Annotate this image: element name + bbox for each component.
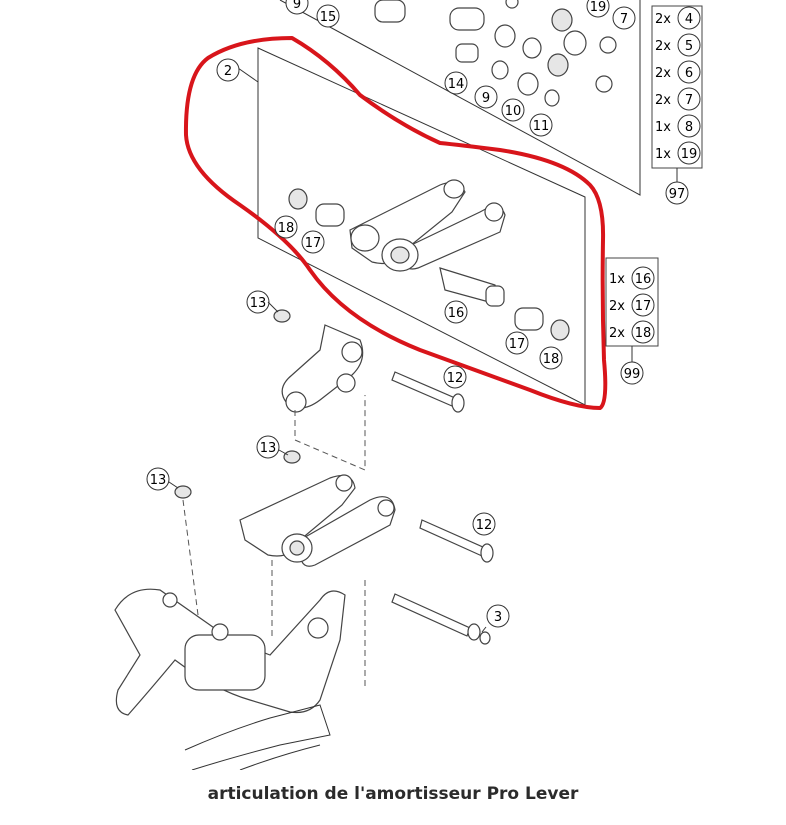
kit-row-part-circle bbox=[631, 293, 655, 317]
svg-text:13: 13 bbox=[150, 473, 167, 488]
svg-text:3: 3 bbox=[494, 610, 502, 625]
svg-text:17: 17 bbox=[305, 236, 322, 251]
callout-7: 7 bbox=[612, 6, 636, 30]
svg-text:13: 13 bbox=[260, 441, 277, 456]
callout-11: 11 bbox=[529, 113, 553, 137]
kit-row-part-circle bbox=[677, 6, 701, 30]
callout-12-lower: 12 bbox=[472, 512, 496, 536]
kit-row-qty: 1x bbox=[609, 272, 625, 287]
callout-14: 14 bbox=[444, 71, 468, 95]
callout-10: 10 bbox=[501, 98, 525, 122]
upper-seals bbox=[491, 0, 617, 107]
callout-18-lower: 18 bbox=[539, 346, 563, 370]
svg-text:11: 11 bbox=[533, 119, 550, 134]
bolt-3 bbox=[391, 593, 471, 637]
callout-18-upper: 18 bbox=[274, 215, 298, 239]
callout-13-left: 13 bbox=[146, 467, 170, 491]
kit-row-qty: 2x bbox=[655, 93, 671, 108]
kit97-row: 1x 8 bbox=[655, 114, 701, 138]
svg-text:17: 17 bbox=[509, 337, 526, 352]
seal-18-lower bbox=[550, 319, 570, 341]
svg-text:10: 10 bbox=[505, 104, 522, 119]
callout-16: 16 bbox=[444, 300, 468, 324]
kit-row-part: 7 bbox=[685, 93, 693, 108]
seal-18-upper bbox=[288, 188, 308, 210]
callout-9-top: 9 bbox=[285, 0, 309, 15]
kit-row-qty: 1x bbox=[655, 120, 671, 135]
svg-text:7: 7 bbox=[620, 12, 628, 27]
callout-19-top: 19 bbox=[586, 0, 610, 18]
kit-row-part-circle bbox=[677, 60, 701, 84]
kit97-row: 2x 6 bbox=[655, 60, 701, 84]
kit97-row: 2x 4 bbox=[655, 6, 701, 30]
kit-row-part-circle bbox=[631, 266, 655, 290]
kit-row-part: 4 bbox=[685, 12, 693, 27]
svg-text:18: 18 bbox=[278, 221, 295, 236]
exploded-parts-diagram: 9 15 19 7 2 14 9 10 11 18 17 16 17 18 13… bbox=[114, 0, 703, 770]
svg-text:16: 16 bbox=[448, 306, 465, 321]
svg-text:9: 9 bbox=[482, 91, 490, 106]
kit-row-part: 5 bbox=[685, 39, 693, 54]
kit99-row: 2x 18 bbox=[609, 320, 655, 344]
callout-3: 3 bbox=[486, 604, 510, 628]
kit-97-number: 97 bbox=[669, 187, 686, 202]
kit-row-qty: 2x bbox=[609, 299, 625, 314]
upper-bushing bbox=[374, 0, 485, 63]
svg-text:12: 12 bbox=[476, 518, 493, 533]
lever-link bbox=[349, 179, 506, 272]
svg-text:13: 13 bbox=[250, 296, 267, 311]
kit-row-part: 16 bbox=[635, 272, 652, 287]
bushing-17-upper bbox=[315, 203, 345, 227]
svg-text:14: 14 bbox=[448, 77, 465, 92]
kit-row-part-circle bbox=[677, 33, 701, 57]
kit99-row: 1x 16 bbox=[609, 266, 655, 290]
highlight-outline bbox=[183, 36, 608, 410]
callouts: 9 15 19 7 2 14 9 10 11 18 17 16 17 18 13… bbox=[146, 0, 636, 628]
callout-2: 2 bbox=[216, 58, 240, 82]
kit-row-qty: 2x bbox=[655, 39, 671, 54]
diagram-caption: articulation de l'amortisseur Pro Lever bbox=[207, 784, 579, 804]
kit97-row: 2x 7 bbox=[655, 87, 701, 111]
callout-17-lower: 17 bbox=[505, 331, 529, 355]
kit-99-panel bbox=[237, 47, 586, 406]
svg-text:15: 15 bbox=[320, 10, 337, 25]
kit-97-table: 97 2x 4 2x 5 2x 6 2x 7 1x 8 1x 19 bbox=[651, 5, 703, 205]
bushing-17-lower bbox=[514, 307, 544, 331]
swingarm bbox=[114, 588, 346, 770]
kit97-row: 1x 19 bbox=[655, 141, 701, 165]
kit-row-part-circle bbox=[677, 87, 701, 111]
kit99-row: 2x 17 bbox=[609, 293, 655, 317]
kit-row-part-circle bbox=[631, 320, 655, 344]
callout-17-upper: 17 bbox=[301, 230, 325, 254]
kit-row-part: 8 bbox=[685, 120, 693, 135]
kit-row-part: 18 bbox=[635, 326, 652, 341]
callout-15: 15 bbox=[316, 4, 340, 28]
callout-12-upper: 12 bbox=[443, 365, 467, 389]
kit-row-part: 19 bbox=[681, 147, 698, 162]
kit-row-part-circle bbox=[677, 114, 701, 138]
svg-text:9: 9 bbox=[293, 0, 301, 12]
kit-row-qty: 2x bbox=[655, 12, 671, 27]
leader-lines bbox=[168, 301, 487, 633]
kit-99-number: 99 bbox=[624, 367, 641, 382]
callout-13-mid: 13 bbox=[256, 435, 280, 459]
kit-row-qty: 2x bbox=[609, 326, 625, 341]
kit-row-part-circle bbox=[677, 141, 701, 165]
svg-text:2: 2 bbox=[224, 64, 232, 79]
kit-99-table: 99 1x 16 2x 17 2x 18 bbox=[605, 257, 659, 385]
svg-text:12: 12 bbox=[447, 371, 464, 386]
kit-row-part: 6 bbox=[685, 66, 693, 81]
kit-row-part: 17 bbox=[635, 299, 652, 314]
kit-row-qty: 1x bbox=[655, 147, 671, 162]
kit-row-qty: 2x bbox=[655, 66, 671, 81]
svg-text:19: 19 bbox=[590, 0, 607, 15]
lower-linkage bbox=[174, 309, 494, 690]
svg-text:18: 18 bbox=[543, 352, 560, 367]
kit97-row: 2x 5 bbox=[655, 33, 701, 57]
callout-13-top: 13 bbox=[246, 290, 270, 314]
upper-parts-panel bbox=[279, 0, 641, 196]
callout-9: 9 bbox=[474, 85, 498, 109]
